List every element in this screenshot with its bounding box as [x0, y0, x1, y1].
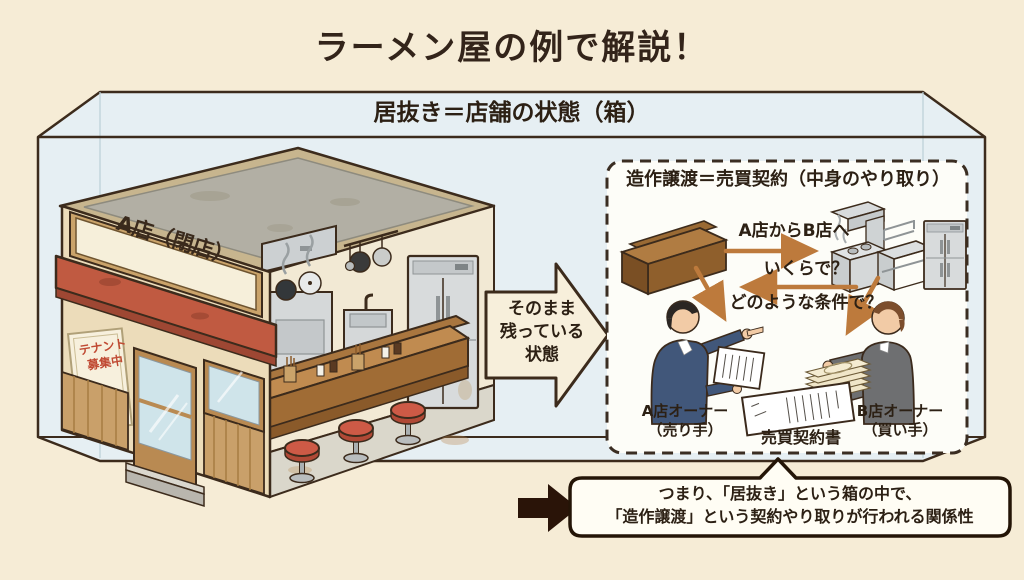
range-hood: [261, 224, 337, 274]
counter-icon: [619, 220, 729, 296]
contract-box-title: 造作譲渡＝売買契約（中身のやり取り）: [626, 169, 950, 190]
question-terms: どのような条件で？: [729, 293, 883, 313]
condiments: [283, 342, 402, 383]
buyer-role: （買い手）: [862, 421, 938, 439]
shop-interior: [227, 204, 495, 499]
buyer-name: B店オーナー: [856, 402, 944, 420]
conclusion-line-1: つまり、「居抜き」という箱の中で、: [658, 484, 922, 503]
contract-document: [740, 381, 856, 437]
conclusion-line-2: 「造作譲渡」という契約やり取りが行われる関係性: [606, 507, 974, 526]
shop-front: [54, 204, 278, 508]
person-a: [650, 300, 766, 425]
steam: [281, 242, 290, 275]
arrow-to-seller: [691, 265, 727, 322]
document-in-hand: [712, 345, 766, 390]
glass-box-label: 居抜き＝店舗の状態（箱）: [373, 100, 650, 126]
arrow-line-1: そのまま: [508, 299, 576, 319]
contract-box-content: [619, 201, 967, 437]
awning: [54, 254, 278, 368]
entrance-door: [133, 346, 197, 489]
wainscot: [61, 370, 265, 496]
flow-arrows: [691, 233, 881, 336]
contract-doc-label: 売買契約書: [760, 428, 841, 447]
transition-arrow-text: そのまま 残っている 状態: [478, 298, 606, 367]
stool: [284, 439, 320, 484]
transition-arrow: [484, 262, 610, 408]
ramen-shop: [54, 146, 496, 508]
stool: [390, 401, 426, 446]
conclusion-bubble: [568, 457, 1012, 538]
sign-board: [69, 210, 263, 319]
black-pot: [275, 279, 297, 301]
question-price: いくらで？: [763, 259, 849, 279]
stools: [284, 401, 426, 484]
page-title: ラーメン屋の例で解説！: [314, 28, 710, 68]
steam: [834, 214, 841, 241]
arrow-line-2: 残っている: [499, 321, 585, 342]
stool: [338, 419, 374, 464]
conclusion-arrow: [518, 484, 578, 532]
shop-window: [203, 358, 265, 434]
seller-role: （売り手）: [647, 421, 723, 439]
arrow-to-buyer: [845, 275, 881, 336]
hanging-pans: [343, 229, 399, 273]
door-step: [125, 461, 205, 508]
counter: [227, 314, 471, 448]
seller-name: A店オーナー: [641, 402, 729, 420]
arrow-line-3: 状態: [525, 344, 559, 365]
fridge-icon: [923, 220, 967, 290]
flow-label: A店からB店へ: [738, 221, 850, 241]
